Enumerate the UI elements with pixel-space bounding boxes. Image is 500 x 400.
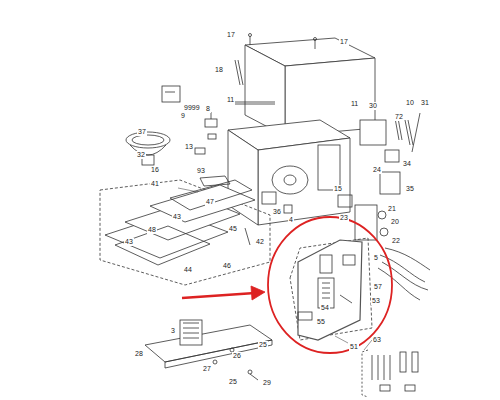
callout-number: 43 (172, 213, 182, 221)
oven-cavity (228, 120, 350, 225)
callout-number: 41 (150, 180, 160, 188)
callout-number: 15 (333, 185, 343, 193)
callout-number: 17 (226, 31, 236, 39)
callout-number: 27 (202, 365, 212, 373)
callout-number: 17 (339, 38, 349, 46)
callout-number: 24 (372, 166, 382, 174)
callout-number: 35 (405, 185, 415, 193)
callout-number: 46 (222, 262, 232, 270)
callout-number: 37 (137, 128, 147, 136)
callout-number: 44 (183, 266, 193, 274)
control-panel-group (290, 238, 372, 340)
callout-number: 36 (272, 208, 282, 216)
cabinet (235, 34, 375, 137)
callout-number: 22 (391, 237, 401, 245)
callout-number: 55 (316, 318, 326, 326)
screw-kit (362, 350, 418, 397)
callout-number: 9 (180, 112, 186, 120)
callout-number: 10 (405, 99, 415, 107)
callout-number: 63 (372, 336, 382, 344)
callout-number: 25 (258, 341, 268, 349)
leader-lines (178, 188, 372, 350)
callout-number: 30 (368, 102, 378, 110)
callout-number: 48 (147, 226, 157, 234)
callout-number: 8 (205, 105, 211, 113)
callout-number: 28 (134, 350, 144, 358)
callout-number: 72 (394, 113, 404, 121)
callout-number: 20 (390, 218, 400, 226)
door-assembly (100, 180, 270, 285)
callout-number: 5 (373, 254, 379, 262)
callout-number: 53 (371, 297, 381, 305)
callout-number: 29 (262, 379, 272, 387)
callout-number: 23 (339, 214, 349, 222)
callout-number: 4 (288, 216, 294, 224)
callout-number: 18 (214, 66, 224, 74)
callout-number: 13 (184, 143, 194, 151)
callout-number: 11 (350, 100, 359, 108)
highlight-arrow (182, 217, 392, 353)
callout-number: 42 (255, 238, 265, 246)
base-plate (145, 320, 272, 380)
callout-number: 45 (228, 225, 238, 233)
small-parts (126, 86, 230, 186)
callout-number: 54 (320, 304, 330, 312)
callout-number: 57 (373, 283, 383, 291)
callout-number: 26 (232, 352, 242, 360)
callout-number: 25 (228, 378, 238, 386)
callout-number: 9999 (183, 104, 201, 112)
callout-number: 93 (196, 167, 206, 175)
callout-number: 16 (150, 166, 160, 174)
callout-number: 34 (402, 160, 412, 168)
callout-number: 31 (420, 99, 430, 107)
callout-number: 47 (205, 198, 215, 206)
callout-number: 3 (170, 327, 176, 335)
callout-number: 32 (136, 151, 146, 159)
callout-number: 51 (349, 343, 359, 351)
callout-number: 11 (226, 96, 235, 104)
callout-number: 43 (124, 238, 134, 246)
callout-number: 21 (387, 205, 397, 213)
